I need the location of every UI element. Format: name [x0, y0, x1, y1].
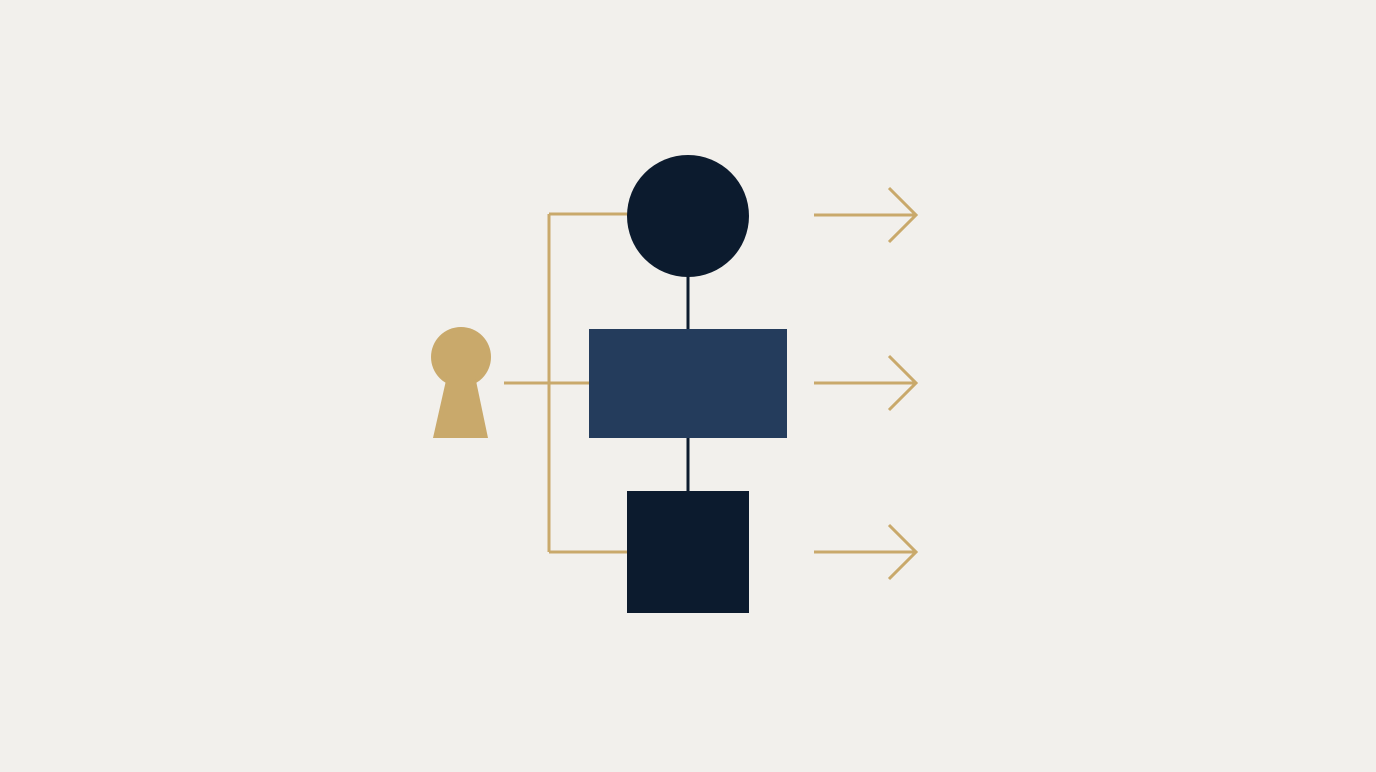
- keyhole-icon: [431, 327, 491, 438]
- arrow-right-icon: [814, 354, 919, 412]
- circle-node: [627, 155, 749, 277]
- keyhole-head: [431, 327, 491, 387]
- arrow-right-icon: [814, 523, 919, 581]
- arrow-right-icon: [814, 186, 919, 244]
- branch-connector: [504, 212, 628, 554]
- keyhole-body: [433, 376, 488, 438]
- square-node: [627, 491, 749, 613]
- rectangle-node: [589, 329, 787, 438]
